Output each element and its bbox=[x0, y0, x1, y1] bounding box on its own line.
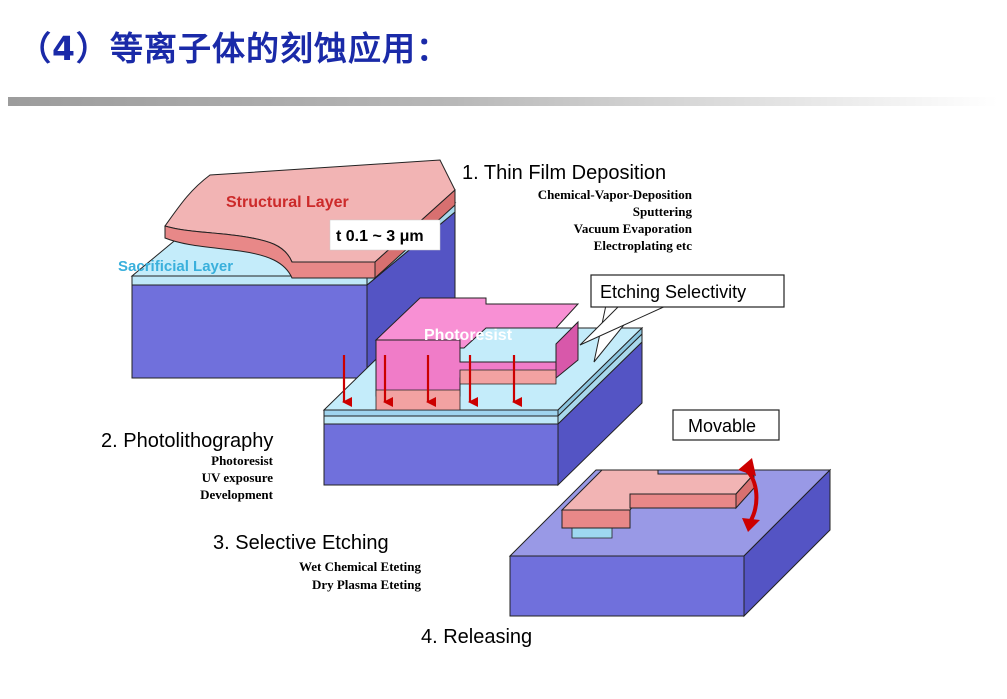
movable-label: Movable bbox=[688, 416, 756, 436]
step2-method: Development bbox=[200, 487, 274, 502]
photoresist-side bbox=[555, 320, 579, 380]
block-deposition: Structural Layer Sacrificial Layer t 0.1… bbox=[118, 159, 457, 380]
etching-selectivity-box bbox=[590, 274, 785, 308]
movable-arrow-head-top bbox=[738, 458, 756, 476]
block2-structural-side bbox=[557, 326, 643, 418]
thickness-label: t 0.1 ~ 3 μm bbox=[336, 228, 424, 245]
block3-substrate-side bbox=[743, 468, 831, 618]
step2-title: 2. Photolithography bbox=[101, 430, 273, 452]
structural-layer-label: Structural Layer bbox=[226, 194, 349, 211]
block1-substrate-front bbox=[131, 284, 368, 379]
sacrificial-layer-label: Sacrificial Layer bbox=[118, 258, 233, 275]
movable-arrow-head-bottom bbox=[742, 518, 760, 532]
block3-substrate-front bbox=[509, 555, 745, 617]
step1-method: Chemical-Vapor-Deposition bbox=[538, 187, 693, 202]
step3-method: Wet Chemical Eteting bbox=[299, 559, 422, 574]
movable-box bbox=[672, 409, 780, 441]
released-structure-front bbox=[561, 509, 631, 529]
photoresist-structural bbox=[375, 389, 461, 411]
block-releasing: Movable bbox=[508, 409, 832, 618]
slide-title: （4）等离子体的刻蚀应用： bbox=[18, 29, 450, 68]
block-photolithography: Photoresist Etching Selectivity bbox=[322, 274, 785, 487]
step1-method: Sputtering bbox=[633, 204, 693, 219]
thickness-box bbox=[329, 219, 441, 251]
step1-method: Electroplating etc bbox=[594, 238, 693, 253]
block2-substrate-front bbox=[323, 423, 559, 486]
step1-title: 1. Thin Film Deposition bbox=[462, 162, 666, 184]
step2-method: UV exposure bbox=[202, 470, 274, 485]
uv-exposure-arrows bbox=[342, 355, 522, 407]
step3-title: 3. Selective Etching bbox=[213, 532, 389, 554]
step3-method: Dry Plasma Eteting bbox=[312, 577, 422, 592]
step2-method: Photoresist bbox=[211, 453, 274, 468]
title-divider bbox=[8, 97, 998, 106]
step2-methods: Photoresist UV exposure Development bbox=[200, 453, 274, 502]
photoresist-structural-wing bbox=[459, 369, 557, 385]
photoresist-label: Photoresist bbox=[424, 327, 513, 344]
step3-methods: Wet Chemical Eteting Dry Plasma Eteting bbox=[299, 559, 422, 592]
step1-method: Vacuum Evaporation bbox=[574, 221, 693, 236]
released-structure-wing bbox=[629, 493, 737, 509]
sacrificial-anchor bbox=[571, 527, 613, 539]
etching-selectivity-label: Etching Selectivity bbox=[600, 282, 746, 302]
block2-structural-front bbox=[323, 409, 559, 417]
step4-title: 4. Releasing bbox=[421, 626, 532, 648]
block2-sacrificial-front bbox=[323, 415, 559, 425]
step1-methods: Chemical-Vapor-Deposition Sputtering Vac… bbox=[538, 187, 693, 253]
